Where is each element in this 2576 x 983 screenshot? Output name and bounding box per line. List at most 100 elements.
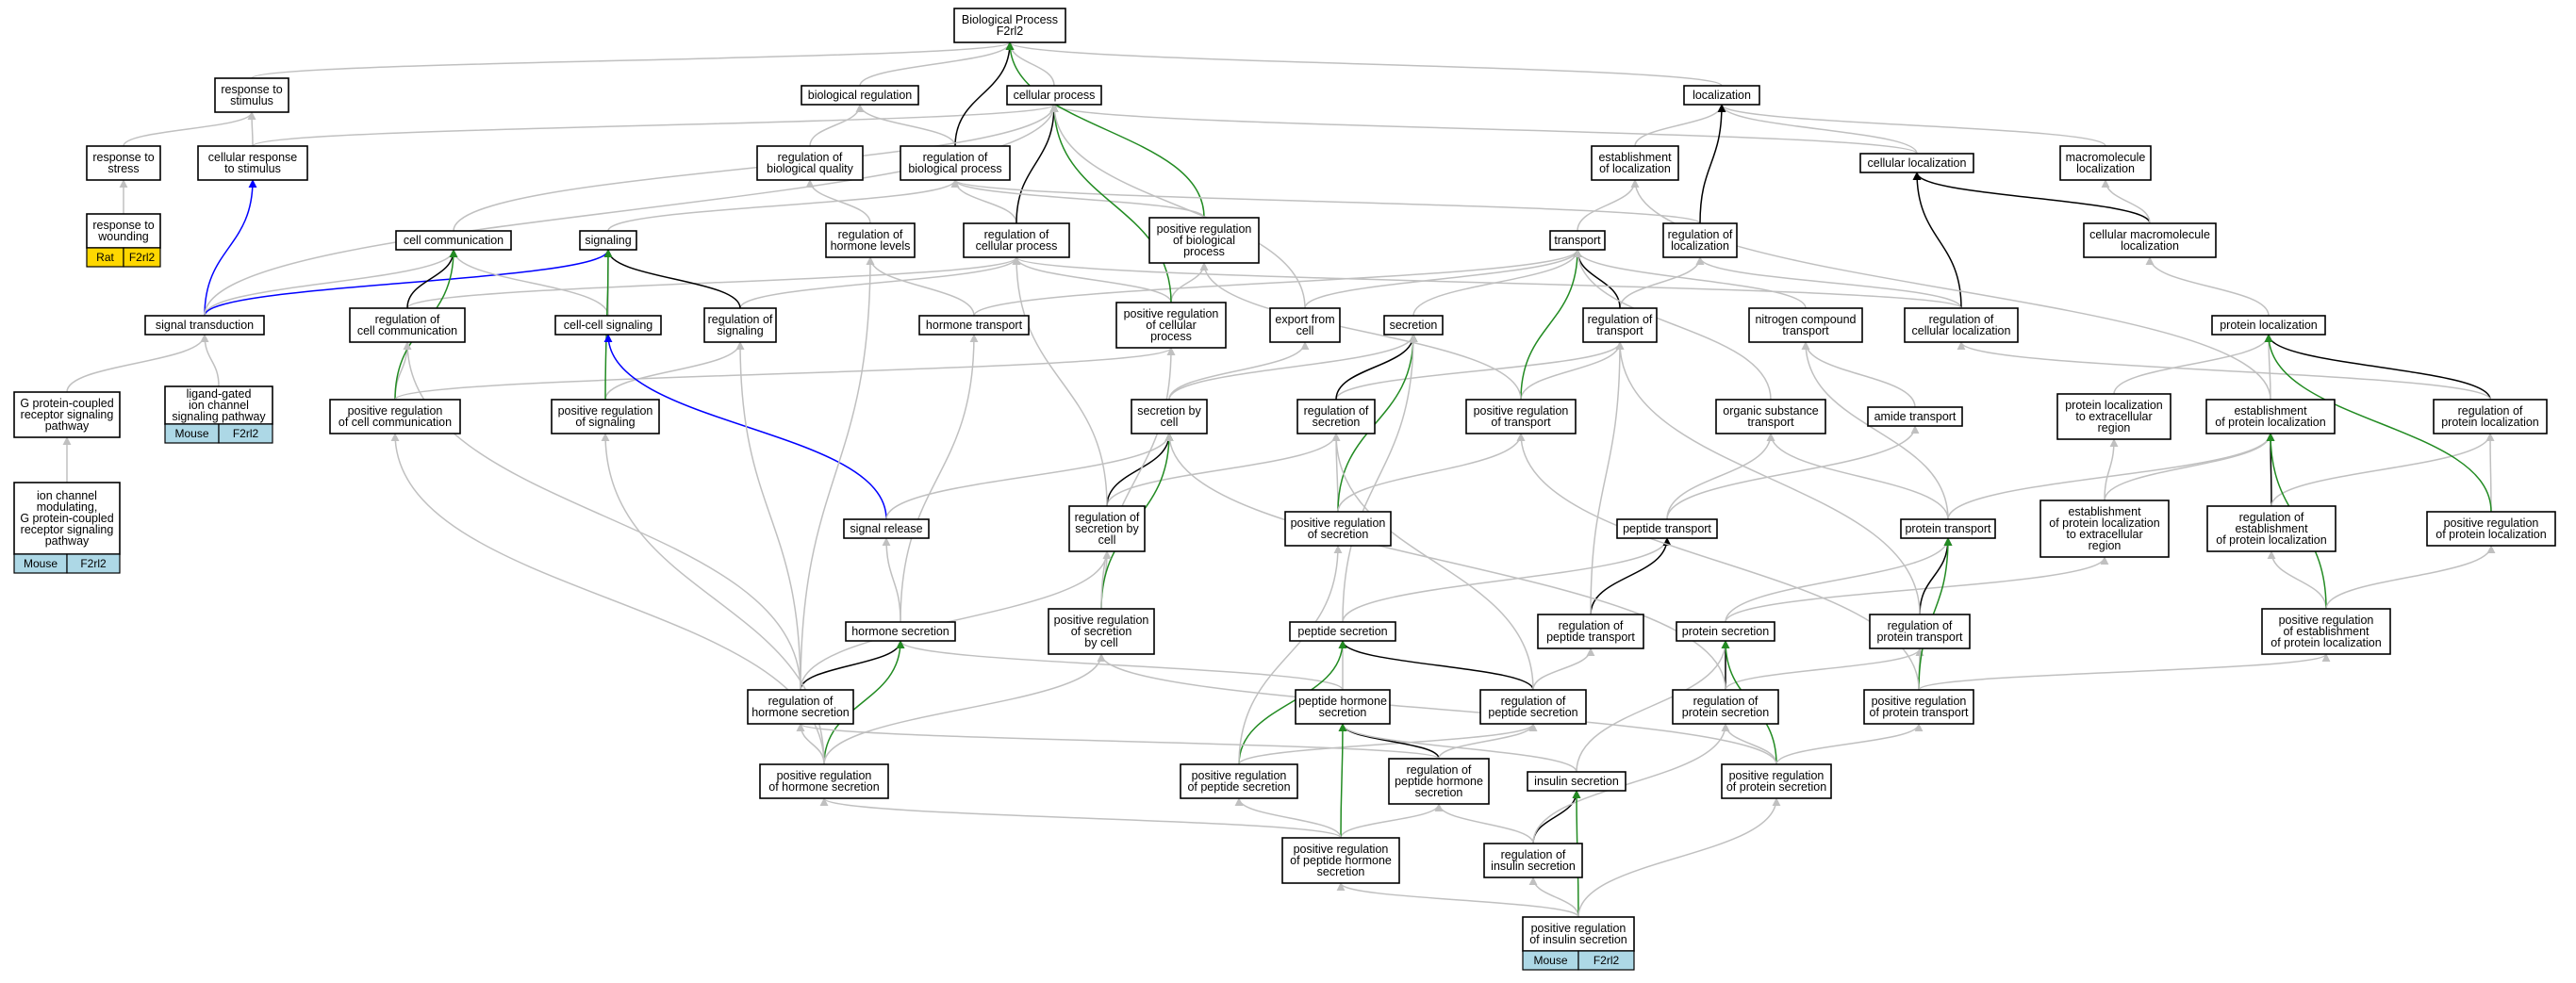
- node-box: [1465, 399, 1577, 434]
- edge-reg_sec_by_cell-to-reg_secretion: [1106, 433, 1341, 507]
- go-term-node[interactable]: signaling: [579, 230, 637, 251]
- go-term-node[interactable]: transport: [1549, 230, 1606, 251]
- node-box: [1483, 843, 1583, 878]
- node-box: [1549, 230, 1606, 251]
- edge-pos_reg_pep_sec-to-peptide_sec: [1238, 640, 1347, 765]
- go-term-node[interactable]: protein secretion: [1676, 621, 1775, 642]
- node-box: [349, 307, 466, 343]
- go-term-node[interactable]: cell-cell signaling: [554, 315, 662, 336]
- node-label-line: regulation of: [2239, 511, 2304, 524]
- gene-cell: [218, 423, 273, 444]
- edge-prot_trans-to-org_sub_trans: [1766, 433, 1949, 520]
- go-term-node[interactable]: cellular localization: [1859, 153, 1974, 173]
- go-term-node[interactable]: hormone secretion: [845, 621, 956, 642]
- edge-reg_sec_by_cell-to-sec_by_cell: [1106, 433, 1174, 507]
- go-term-node[interactable]: insulin secretion: [1527, 771, 1627, 792]
- go-term-node[interactable]: amide transport: [1867, 406, 1963, 427]
- gene-cell: [123, 247, 161, 268]
- edge-ligand_gated-to-sig_trans: [200, 334, 220, 387]
- node-label-line: localization: [2076, 162, 2135, 175]
- go-term-node[interactable]: biological regulation: [801, 85, 919, 106]
- node-label-line: cellular localization: [1912, 324, 2011, 337]
- node-box: [395, 230, 512, 251]
- go-term-node[interactable]: signal transduction: [144, 315, 265, 336]
- node-box: [1582, 307, 1658, 343]
- edge-reg_pep_sec-to-peptide_sec: [1338, 640, 1534, 691]
- go-term-node[interactable]: secretion: [1383, 315, 1444, 336]
- node-label-line: establishment: [2068, 505, 2141, 518]
- edge-pos_reg_prot_sec-to-pos_reg_sec_by_cell: [1097, 653, 1777, 765]
- go-term-node[interactable]: cell communication: [395, 230, 512, 251]
- go-term-node[interactable]: protein transport: [1900, 518, 1996, 539]
- go-term-node[interactable]: protein localization: [2211, 315, 2326, 336]
- node-box: [1522, 916, 1635, 952]
- node-label-line: regulation of: [838, 228, 903, 241]
- go-term-node[interactable]: cellular process: [1006, 85, 1102, 106]
- go-term-node[interactable]: peptide transport: [1616, 518, 1718, 539]
- node-label-line: of protein localization: [2215, 416, 2325, 429]
- go-term-node[interactable]: localization: [1683, 85, 1760, 106]
- node-box: [1269, 307, 1341, 343]
- go-term-node[interactable]: signal release: [843, 518, 930, 539]
- edges-layer: [62, 41, 2496, 918]
- node-label-line: stimulus: [230, 94, 273, 107]
- go-term-node[interactable]: peptide secretion: [1289, 621, 1396, 642]
- edge-reg_pep_horm_sec-to-reg_pep_sec: [1438, 723, 1538, 760]
- go-term-node[interactable]: hormone transport: [918, 315, 1030, 336]
